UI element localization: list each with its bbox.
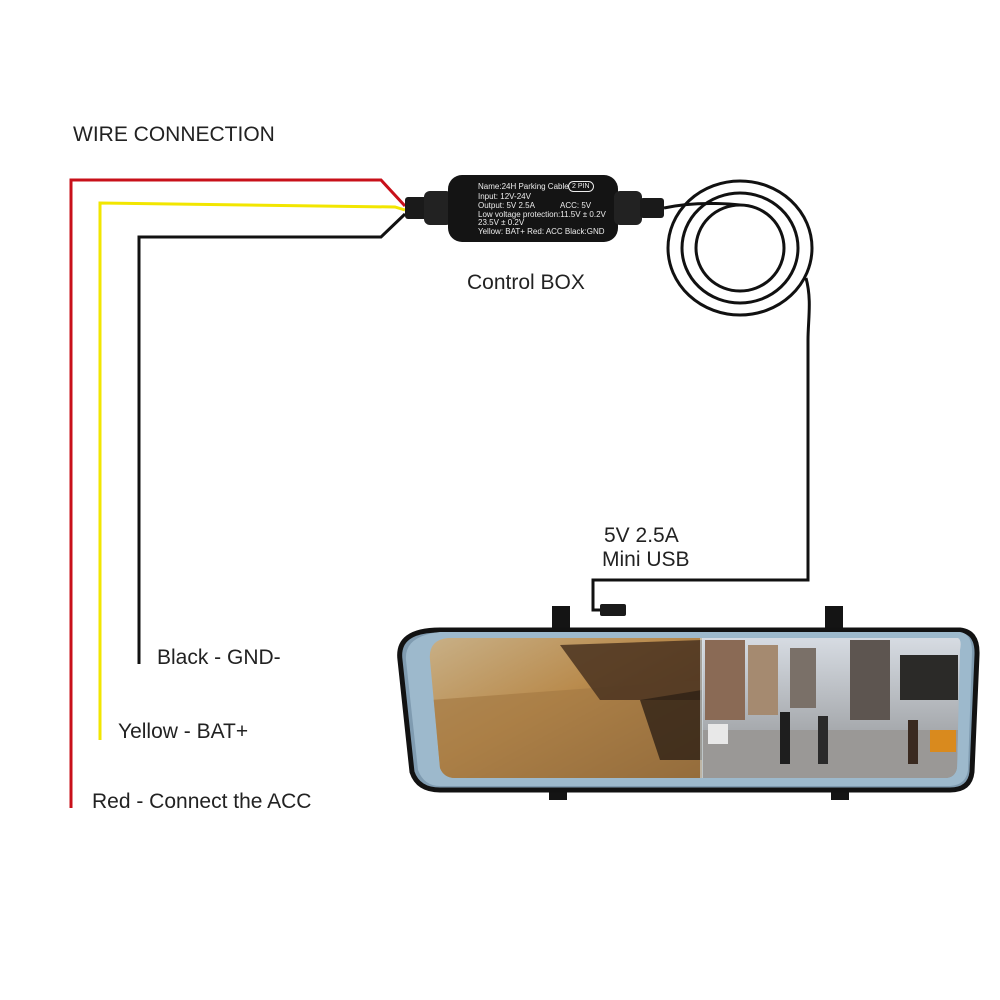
output-connector-label: Mini USB bbox=[602, 548, 690, 571]
diagram-title: WIRE CONNECTION bbox=[73, 123, 275, 146]
black-wire-label: Black - GND- bbox=[157, 646, 281, 669]
red-wire bbox=[69, 178, 407, 808]
control-box-wire-legend-text: Yellow: BAT+ Red: ACC Black:GND bbox=[478, 227, 605, 236]
control-box-low-voltage-text: Low voltage protection:11.5V ± 0.2V bbox=[478, 210, 606, 219]
yellow-wire bbox=[98, 201, 406, 740]
yellow-wire-label: Yellow - BAT+ bbox=[118, 720, 249, 743]
control-box-acc-text: ACC: 5V bbox=[560, 201, 592, 210]
control-box-input-text: Input: 12V-24V bbox=[478, 192, 531, 201]
control-box-pin-badge: 2 PIN bbox=[568, 181, 594, 192]
mirror-dashcam bbox=[397, 604, 980, 800]
control-box-name-text: Name:24H Parking Cable bbox=[478, 182, 569, 191]
red-wire-label: Red - Connect the ACC bbox=[92, 790, 312, 813]
output-voltage-label: 5V 2.5A bbox=[604, 524, 679, 547]
mini-usb-plug bbox=[600, 604, 626, 616]
control-box-label: Control BOX bbox=[467, 271, 585, 294]
black-wire bbox=[137, 212, 407, 664]
control-box-output-text: Output: 5V 2.5A bbox=[478, 201, 535, 210]
coiled-cable bbox=[591, 179, 814, 612]
control-box-low-voltage-text-2: 23.5V ± 0.2V bbox=[478, 218, 525, 227]
